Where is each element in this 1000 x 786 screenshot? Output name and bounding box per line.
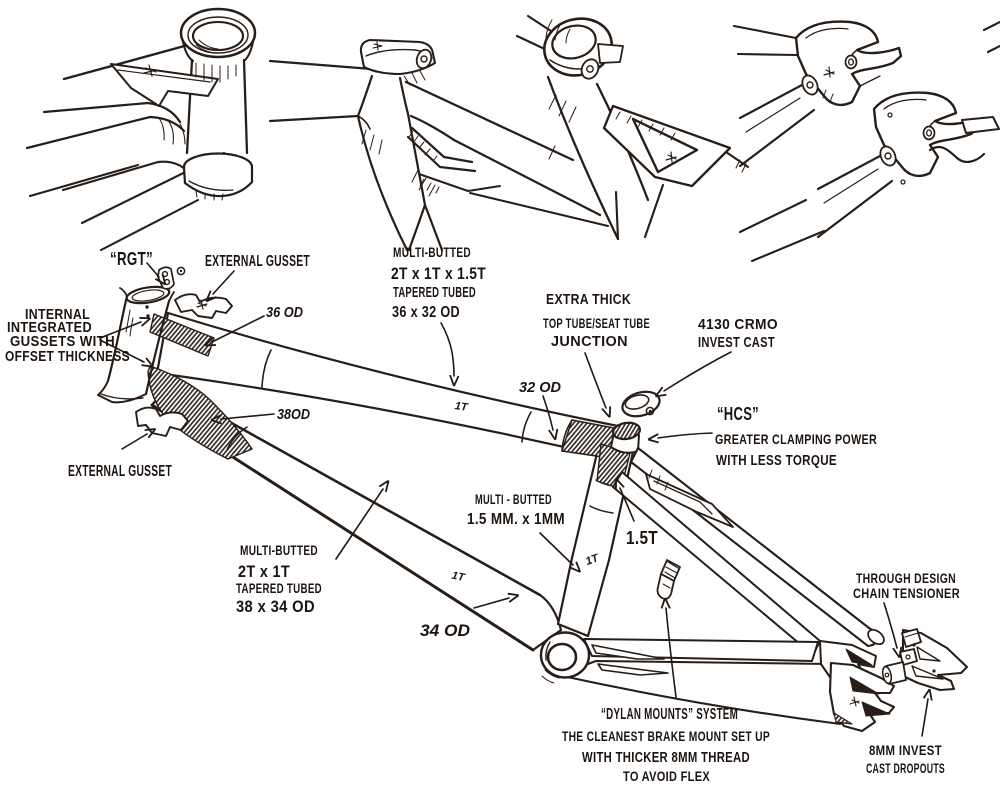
svg-text:1T: 1T (454, 400, 470, 414)
svg-text:GREATER CLAMPING POWER: GREATER CLAMPING POWER (715, 431, 877, 447)
svg-text:JUNCTION: JUNCTION (551, 334, 628, 350)
svg-text:EXTERNAL GUSSET: EXTERNAL GUSSET (68, 463, 172, 480)
svg-text:TOP TUBE/SEAT TUBE: TOP TUBE/SEAT TUBE (543, 316, 650, 331)
svg-text:2T x 1T: 2T x 1T (238, 562, 290, 581)
svg-text:MULTI-BUTTED: MULTI-BUTTED (240, 543, 318, 558)
svg-text:“RGT”: “RGT” (110, 249, 153, 269)
svg-text:INTEGRATED: INTEGRATED (7, 319, 92, 336)
svg-text:“HCS”: “HCS” (717, 404, 759, 424)
svg-text:34 OD: 34 OD (420, 621, 470, 640)
svg-text:1T: 1T (584, 552, 601, 568)
svg-text:2T x 1T x 1.5T: 2T x 1T x 1.5T (391, 264, 486, 283)
svg-text:MULTI-BUTTED: MULTI-BUTTED (393, 244, 471, 260)
svg-text:38 x 34 OD: 38 x 34 OD (236, 598, 315, 616)
svg-text:36 x 32 OD: 36 x 32 OD (392, 304, 460, 321)
svg-text:“DYLAN MOUNTS” SYSTEM: “DYLAN MOUNTS” SYSTEM (601, 706, 738, 723)
svg-text:CHAIN TENSIONER: CHAIN TENSIONER (853, 586, 960, 601)
svg-text:GUSSETS WITH: GUSSETS WITH (10, 333, 115, 350)
svg-text:MULTI - BUTTED: MULTI - BUTTED (475, 492, 552, 507)
svg-text:8MM INVEST: 8MM INVEST (869, 743, 942, 758)
svg-text:32 OD: 32 OD (519, 379, 561, 396)
svg-text:1T: 1T (450, 570, 466, 585)
svg-text:1.5T: 1.5T (626, 528, 658, 548)
svg-text:WITH LESS TORQUE: WITH LESS TORQUE (716, 453, 837, 469)
svg-text:OFFSET THICKNESS: OFFSET THICKNESS (5, 349, 130, 365)
svg-text:36 OD: 36 OD (266, 304, 303, 321)
svg-text:TAPERED TUBED: TAPERED TUBED (393, 284, 476, 301)
svg-text:EXTRA THICK: EXTRA THICK (546, 291, 631, 308)
svg-text:38OD: 38OD (277, 407, 310, 423)
svg-text:TAPERED TUBED: TAPERED TUBED (236, 581, 322, 596)
svg-text:TO AVOID FLEX: TO AVOID FLEX (623, 768, 710, 784)
svg-text:INTERNAL: INTERNAL (25, 306, 90, 323)
svg-text:4130 CRMO: 4130 CRMO (698, 316, 778, 333)
svg-text:THROUGH DESIGN: THROUGH DESIGN (856, 571, 956, 586)
svg-text:1.5 MM. x 1MM: 1.5 MM. x 1MM (467, 511, 565, 528)
svg-text:THE CLEANEST BRAKE MOUNT SET U: THE CLEANEST BRAKE MOUNT SET UP (562, 729, 770, 744)
svg-text:EXTERNAL GUSSET: EXTERNAL GUSSET (205, 253, 310, 270)
svg-text:CAST DROPOUTS: CAST DROPOUTS (866, 761, 945, 776)
svg-text:INVEST CAST: INVEST CAST (698, 334, 775, 351)
svg-text:WITH THICKER 8MM THREAD: WITH THICKER 8MM THREAD (582, 750, 750, 766)
